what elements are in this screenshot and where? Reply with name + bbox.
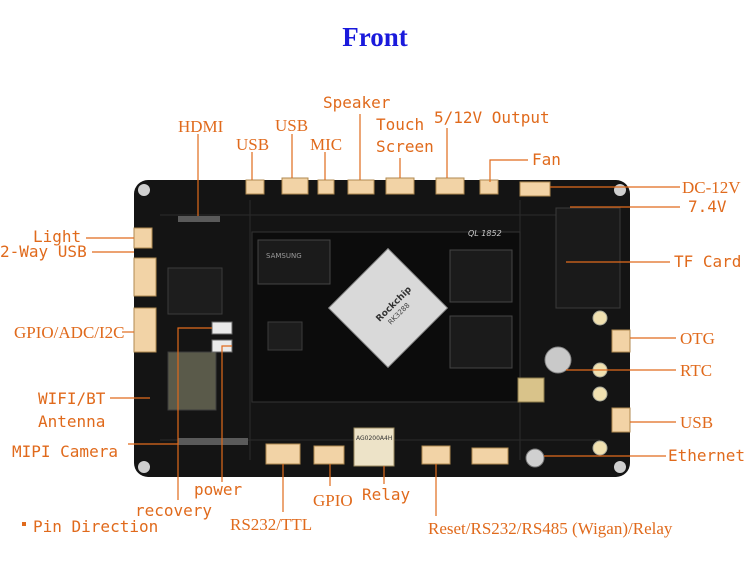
relay-component [353, 427, 395, 467]
label-usb-top-1: USB [236, 135, 270, 154]
right-connectors [611, 329, 631, 433]
label-tf-card: TF Card [674, 252, 742, 271]
pmic-chip [267, 321, 303, 351]
board-marking: QL 1852 [468, 229, 502, 238]
hdmi-connector [178, 216, 220, 222]
label-2-way-usb: 2-Way USB [0, 242, 87, 261]
label-touch-2: Screen [376, 137, 434, 156]
usb-hub-chip [167, 267, 223, 315]
leader-lines [86, 114, 680, 516]
label-touch-1: Touch [376, 115, 425, 134]
label-rs232-ttl: RS232/TTL [230, 515, 313, 534]
standoff-4 [592, 440, 608, 456]
relay-marking: AG0200A4H [356, 435, 392, 442]
label-mipi-camera: MIPI Camera [12, 442, 118, 461]
label-rtc: RTC [680, 361, 713, 380]
top-connectors [245, 177, 551, 197]
ram-marking: SAMSUNG [266, 252, 302, 260]
label-otg: OTG [680, 329, 715, 348]
recovery-button [211, 321, 233, 335]
label-recovery: recovery [135, 501, 213, 520]
label-gpio-adc-i2c: GPIO/ADC/I2C [14, 323, 125, 342]
label-speaker: Speaker [323, 93, 391, 112]
label-gpio-bottom: GPIO [313, 491, 353, 510]
capacitor [517, 377, 545, 403]
tf-card-slot [555, 207, 621, 309]
label-wifi-bt: WIFI/BT [38, 389, 106, 408]
page-title: Front [342, 22, 408, 52]
ram-chip-2 [449, 249, 513, 303]
label-pin-direction: Pin Direction [33, 517, 159, 536]
label-5-12v-output: 5/12V Output [434, 108, 550, 127]
ram-chip [257, 239, 331, 285]
standoff-1 [592, 310, 608, 326]
label-hdmi: HDMI [178, 117, 224, 136]
label-7-4v: 7.4V [688, 197, 727, 216]
left-connectors [133, 227, 157, 353]
label-fan: Fan [532, 150, 561, 169]
wifi-module [167, 351, 217, 411]
rtc-battery [544, 346, 572, 374]
soc-chip [327, 247, 449, 369]
label-reset-rs232-rs485: Reset/RS232/RS485 (Wigan)/Relay [428, 519, 673, 538]
ethernet-jack [525, 448, 545, 468]
label-usb-top-2: USB [275, 116, 309, 135]
label-ethernet: Ethernet [668, 446, 746, 465]
label-light: Light [33, 227, 82, 246]
standoff-3 [592, 386, 608, 402]
label-relay: Relay [362, 485, 411, 504]
pin-direction-marker [22, 522, 26, 526]
label-power: power [194, 480, 243, 499]
mipi-connector [178, 438, 248, 445]
label-dc-12v: DC-12V [682, 178, 741, 197]
label-antenna: Antenna [38, 412, 106, 431]
label-usb-right: USB [680, 413, 714, 432]
ram-chip-3 [449, 315, 513, 369]
label-mic: MIC [310, 135, 343, 154]
